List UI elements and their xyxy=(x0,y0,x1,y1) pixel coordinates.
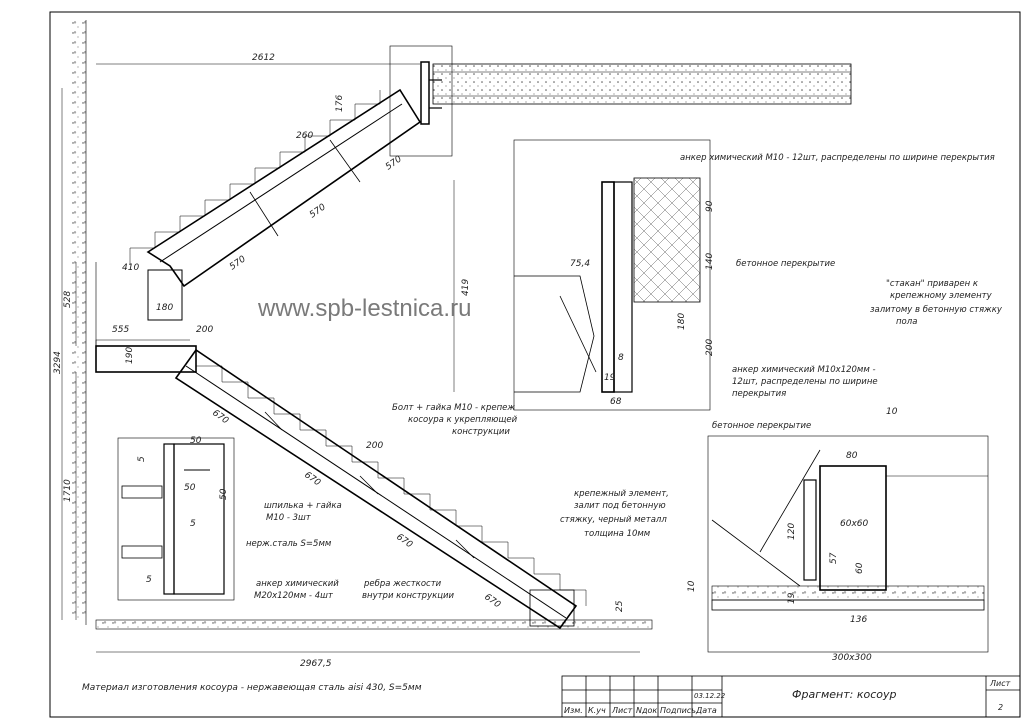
col-podpis: Подпись xyxy=(660,706,696,715)
dim-foot-120: 120 xyxy=(787,523,797,540)
dim-upper-segment-3: 570 xyxy=(228,254,248,272)
drawing-title: Фрагмент: косоур xyxy=(792,688,897,701)
dim-detail-5a: 5 xyxy=(137,456,147,462)
note-anchor-m10-12: анкер химический М10 - 12шт, распределен… xyxy=(680,153,995,163)
sheet-frame xyxy=(49,11,1021,718)
note-anchor-m10x120-3: перекрытия xyxy=(732,389,786,399)
dim-foot-80: 80 xyxy=(846,451,858,461)
sheet-label: Лист xyxy=(989,679,1011,688)
dim-detail-5b: 5 xyxy=(190,519,196,529)
dim-lower-segment-2: 670 xyxy=(302,470,322,488)
note-bolt-1: Болт + гайка М10 - крепеж xyxy=(392,403,515,413)
ground-floor xyxy=(95,619,653,630)
material-note: Материал изготовления косоура - нержавею… xyxy=(82,683,422,693)
note-steel: нерж.сталь S=5мм xyxy=(246,539,332,549)
dim-tread: 260 xyxy=(296,131,313,141)
dim-lower-segment-4: 670 xyxy=(482,592,502,610)
dim-tread-200: 200 xyxy=(366,441,383,451)
note-fix-4: толщина 10мм xyxy=(584,529,651,539)
note-fix-3: стяжку, черный металл xyxy=(560,515,667,525)
dim-foot-19: 19 xyxy=(787,592,797,604)
dim-upper-segment-2: 570 xyxy=(308,202,328,220)
watermark: www.spb-lestnica.ru xyxy=(257,295,471,322)
dim-foot-60x60: 60х60 xyxy=(840,519,869,529)
note-anchor-m20-2: М20х120мм - 4шт xyxy=(254,591,334,601)
col-list: Лист xyxy=(611,706,633,715)
note-stud-1: шпилька + гайка xyxy=(264,501,342,511)
dim-foot-136: 136 xyxy=(850,615,867,625)
col-izm: Изм. xyxy=(564,706,583,715)
dim-landing-200: 200 xyxy=(196,325,213,335)
title-block-text: Фрагмент: косоур Лист 2 03.12.22 Изм. К.… xyxy=(564,679,1011,715)
upper-flight xyxy=(129,88,422,288)
dim-ceiling-180: 180 xyxy=(677,313,687,330)
dim-riser: 176 xyxy=(335,95,345,112)
dim-foot-300x300: 300х300 xyxy=(832,653,872,663)
col-kuch: К.уч xyxy=(588,706,606,715)
note-anchor-m10x120-1: анкер химический М10х120мм - xyxy=(732,365,876,375)
annotation-notes: анкер химический М10 - 12шт, распределен… xyxy=(246,153,1003,601)
dim-bottom-width: 2967,5 xyxy=(300,659,332,669)
dim-bottom-25: 25 xyxy=(615,600,625,612)
dim-detail-50b: 50 xyxy=(184,483,196,493)
dim-lower-height: 1710 xyxy=(63,479,73,502)
dim-upper-segment: 570 xyxy=(384,154,404,172)
dim-ceiling-19: 19 xyxy=(604,373,616,383)
dim-detail-50c: 50 xyxy=(219,488,229,500)
dim-foot-10a: 10 xyxy=(886,407,898,417)
dim-ceiling-68: 68 xyxy=(610,397,622,407)
note-anchor-m20-1: анкер химический xyxy=(256,579,339,589)
dim-foot-10b: 10 xyxy=(687,580,697,592)
note-concrete-slab-1: бетонное перекрытие xyxy=(736,259,835,269)
dim-landing-180: 180 xyxy=(156,303,173,313)
dim-top-width: 2612 xyxy=(252,53,275,63)
dim-detail-5c: 5 xyxy=(146,575,152,585)
note-fix-2: залит под бетонную xyxy=(574,501,666,511)
dim-ceiling-8: 8 xyxy=(618,353,624,363)
floor-cup-detail xyxy=(707,435,989,653)
note-concrete-slab-2: бетонное перекрытие xyxy=(712,421,811,431)
note-cup-3: залитому в бетонную стяжку xyxy=(870,305,1003,315)
note-cup-2: крепежному элементу xyxy=(890,291,993,301)
dim-ceiling-419: 419 xyxy=(461,279,471,296)
dim-landing-190: 190 xyxy=(125,347,135,364)
dimension-labels: 2612 2967,5 3294 528 1710 410 180 555 20… xyxy=(53,53,898,669)
dim-ceiling-140: 140 xyxy=(705,253,715,270)
title-block xyxy=(561,675,1021,718)
note-bolt-2: косоура к укрепляющей xyxy=(408,415,518,425)
dim-ceiling-200: 200 xyxy=(705,339,715,356)
dim-foot-57: 57 xyxy=(829,552,839,564)
note-stud-2: М10 - 3шт xyxy=(266,513,312,523)
col-ndok: Nдок xyxy=(636,706,657,715)
sheet-number: 2 xyxy=(998,703,1003,712)
note-ribs-2: внутри конструкции xyxy=(362,591,455,601)
dim-ceiling-75: 75,4 xyxy=(570,259,590,269)
dim-landing-555: 555 xyxy=(112,325,129,335)
left-wall xyxy=(70,20,87,625)
lower-flight xyxy=(174,348,587,630)
dimension-lines xyxy=(61,63,640,653)
dim-ceiling-90: 90 xyxy=(705,200,715,212)
landing xyxy=(95,262,197,373)
note-cup-1: "стакан" приварен к xyxy=(886,279,979,289)
note-ribs-1: ребра жесткости xyxy=(363,579,442,589)
note-fix-1: крепежный элемент, xyxy=(574,489,669,499)
col-data: Дата xyxy=(695,706,717,715)
upper-floor-slab xyxy=(389,45,852,157)
date-value: 03.12.22 xyxy=(694,692,726,700)
dim-foot-60: 60 xyxy=(855,562,865,574)
dim-lower-segment-3: 670 xyxy=(394,532,414,550)
dim-total-height: 3294 xyxy=(53,351,63,374)
dim-detail-50a: 50 xyxy=(190,436,202,446)
note-cup-4: пола xyxy=(896,317,917,327)
note-anchor-m10x120-2: 12шт, распределены по ширине xyxy=(732,377,878,387)
dim-upper-height: 528 xyxy=(63,291,73,308)
note-bolt-3: конструкции xyxy=(452,427,510,437)
dim-landing-410: 410 xyxy=(122,263,139,273)
stud-mount-detail xyxy=(117,437,235,601)
ceiling-mount-detail xyxy=(453,139,711,411)
